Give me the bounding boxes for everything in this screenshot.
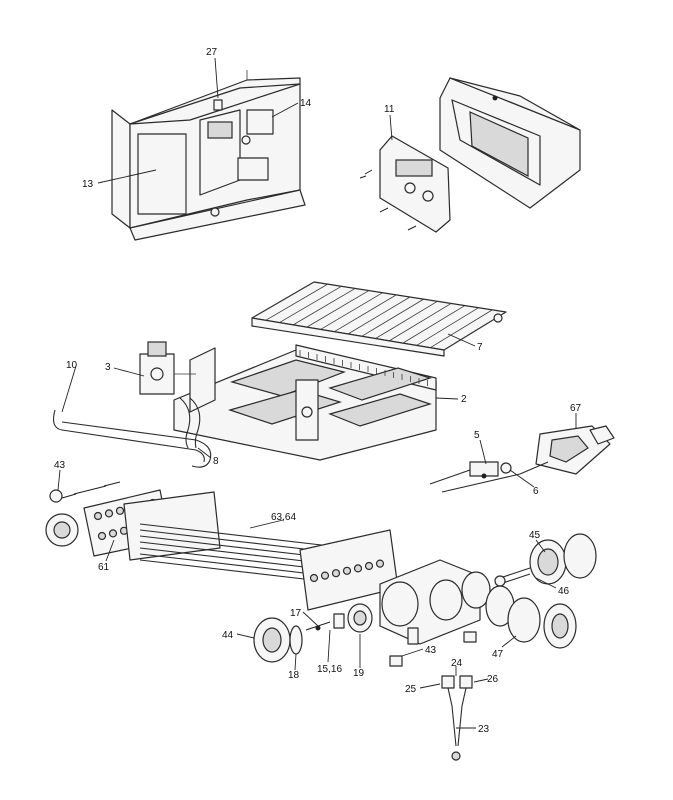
tube-plate-hole <box>364 561 374 571</box>
heat-tube <box>139 523 331 547</box>
union-fittings-47 <box>485 585 577 649</box>
header-hole <box>104 509 114 518</box>
tube-bundle <box>123 491 399 611</box>
callout-25: 25 <box>405 684 417 695</box>
grate-rod <box>279 285 342 323</box>
tube-plate-hole <box>309 573 319 583</box>
callout-10: 10 <box>66 360 78 371</box>
grate-rod <box>388 303 452 342</box>
tube-plate-hole <box>375 559 385 568</box>
grate-rod <box>320 292 383 330</box>
callout-19: 19 <box>353 668 365 679</box>
callout-17: 17 <box>290 608 302 619</box>
grate-rod <box>306 290 370 328</box>
heat-tube <box>139 553 331 577</box>
callout-15-16: 15,16 <box>317 664 342 675</box>
gas-pipe <box>53 397 212 468</box>
callout-43-top: 43 <box>54 460 66 471</box>
callout-46: 46 <box>558 586 570 597</box>
callout-3: 3 <box>105 362 111 373</box>
callout-8: 8 <box>213 456 219 467</box>
tube-plate-hole <box>320 571 330 580</box>
callout-61: 61 <box>98 562 110 573</box>
grate-rod <box>402 305 466 344</box>
drain-plugs <box>389 631 477 667</box>
header-hole <box>93 511 103 521</box>
heat-tube <box>139 535 331 559</box>
gas-valve <box>139 341 196 395</box>
callout-18: 18 <box>288 670 300 681</box>
callout-6: 6 <box>533 486 539 497</box>
callout-11: 11 <box>384 104 395 115</box>
tube-plate-hole <box>353 564 363 573</box>
callout-labels: 27 14 13 11 7 10 3 2 8 67 5 6 43 61 63,6… <box>54 47 582 735</box>
grate-rod <box>347 296 411 335</box>
callout-2: 2 <box>461 394 467 405</box>
grate-rod <box>416 307 479 346</box>
callout-63-64: 63,64 <box>271 512 296 523</box>
grate-rod <box>292 288 356 326</box>
grate-rod <box>375 300 438 339</box>
heat-tube <box>139 547 331 571</box>
grate-rod <box>265 283 328 321</box>
water-manifold <box>347 559 491 645</box>
header-hole <box>97 531 107 541</box>
callout-26: 26 <box>487 674 499 685</box>
callout-5: 5 <box>474 430 480 441</box>
igniter-assembly <box>429 425 615 493</box>
callout-67: 67 <box>570 403 582 414</box>
grate-rod <box>334 294 397 333</box>
burner-tray <box>173 344 437 461</box>
pipe-fitting-45-46 <box>494 533 597 587</box>
header-hole <box>115 506 125 515</box>
callout-23: 23 <box>478 724 490 735</box>
header-hole <box>108 529 118 538</box>
callout-24: 24 <box>451 658 463 669</box>
control-box-assembly <box>111 70 306 241</box>
heat-tube <box>139 559 331 583</box>
leader-lines <box>57 57 577 729</box>
heat-tube <box>139 529 331 553</box>
left-union-fittings <box>253 613 345 663</box>
callout-27: 27 <box>206 47 218 58</box>
heat-exchanger-tubes <box>251 281 507 357</box>
control-panel-assembly <box>359 77 581 233</box>
callout-47: 47 <box>492 649 504 660</box>
callout-45: 45 <box>529 530 541 541</box>
grate-rod <box>251 281 315 319</box>
callout-13: 13 <box>82 179 94 190</box>
temperature-sensor <box>441 675 473 761</box>
callout-14: 14 <box>300 98 312 109</box>
callout-43-bottom: 43 <box>425 645 437 656</box>
tube-plate-hole <box>331 569 341 578</box>
tube-plate-hole <box>342 566 352 575</box>
heat-tube <box>139 541 331 565</box>
callout-44: 44 <box>222 630 234 641</box>
grate-rod <box>361 298 424 337</box>
callout-7: 7 <box>477 342 483 353</box>
grate-rod <box>430 309 493 349</box>
